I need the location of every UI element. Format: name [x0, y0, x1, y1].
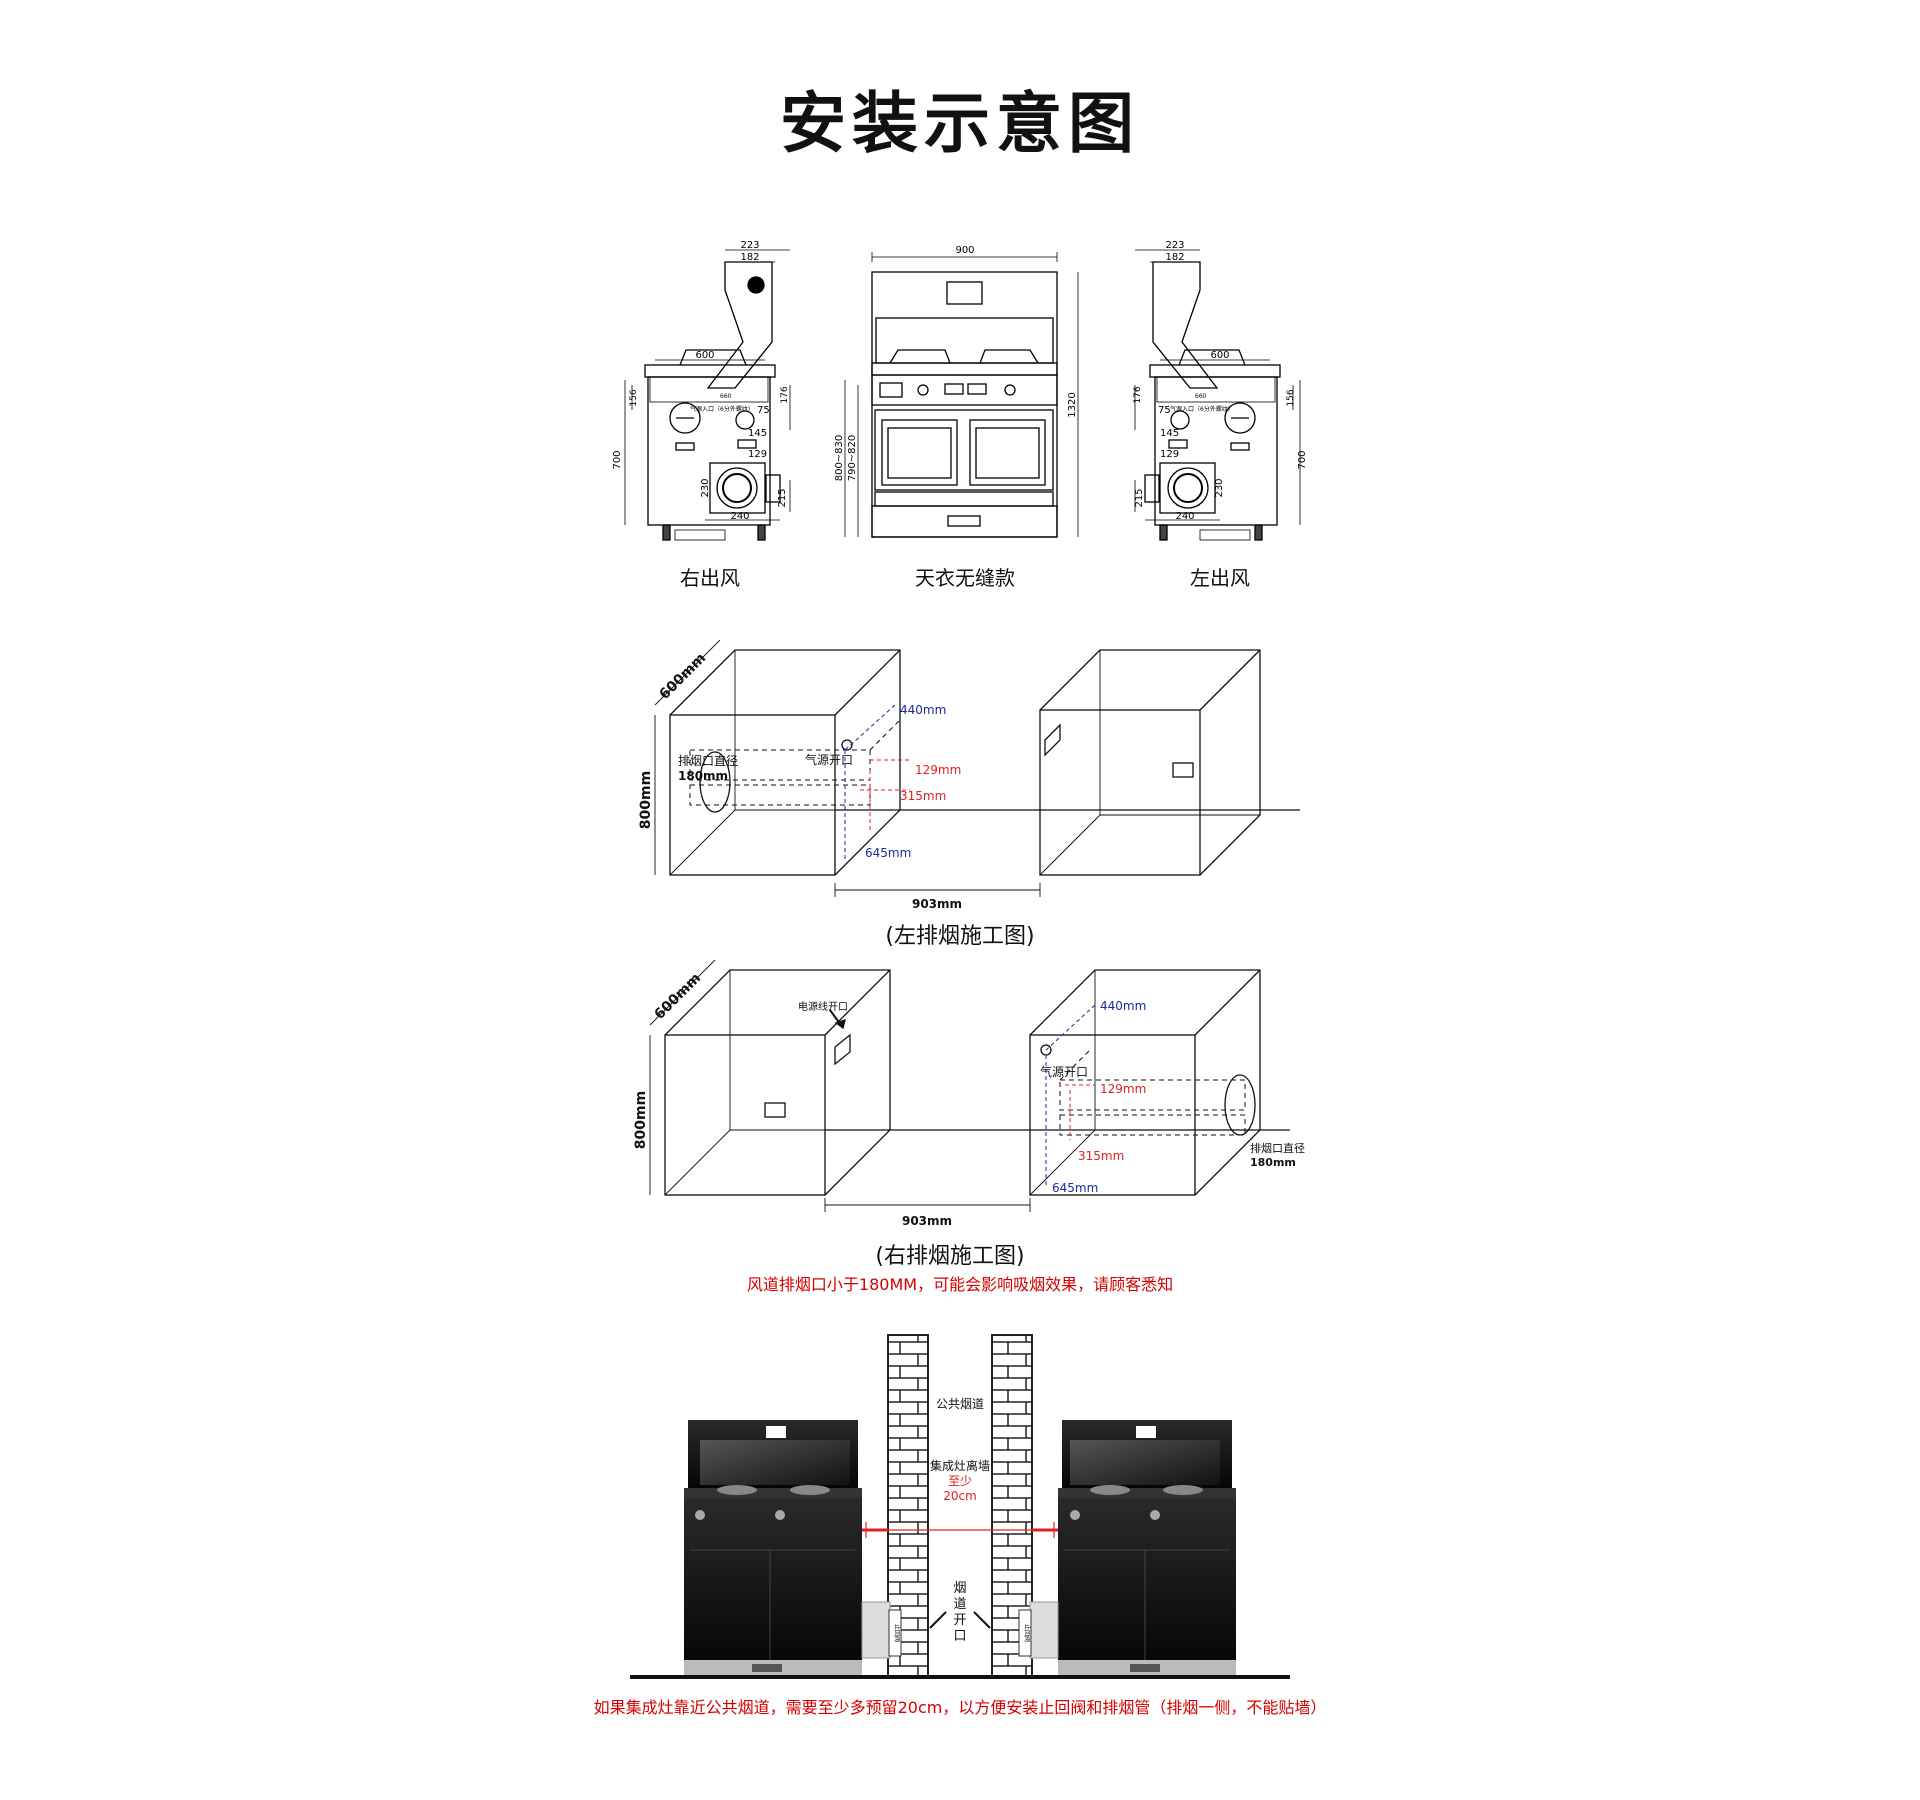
- dim-230: 230: [1214, 478, 1225, 497]
- left-exhaust-diagram: 600mm 800mm 903mm 排烟口直径 180mm 气源开口 440mm…: [638, 640, 1300, 910]
- front-dims: 900 1320 800~830 790~820: [834, 245, 1078, 481]
- dim-width: 903mm: [902, 1214, 952, 1228]
- gas-note: 气源入口（6分外螺纹）: [1170, 405, 1234, 413]
- dim-156: 156: [1286, 389, 1296, 406]
- dim-240: 240: [730, 511, 749, 522]
- elevation-views: 223 182 600 700 156 176 75 145 129 230 2…: [612, 240, 1308, 541]
- dim-240: 240: [1175, 511, 1194, 522]
- left-valve-label: 止回阀: [893, 1624, 901, 1642]
- gas-opening-label: 气源开口: [1040, 1064, 1088, 1079]
- dim-600: 600: [695, 350, 714, 361]
- left-stove: [684, 1420, 862, 1676]
- dim-215: 215: [777, 488, 788, 507]
- exhaust-label: 排烟口直径: [1250, 1141, 1305, 1155]
- exhaust-size: 180mm: [1250, 1156, 1296, 1169]
- distance-value: 20cm: [943, 1489, 977, 1503]
- dim-645: 645mm: [1052, 1181, 1098, 1195]
- caption-left-outlet: 左出风: [1190, 566, 1250, 590]
- dim-height: 800mm: [638, 771, 654, 829]
- dim-215: 215: [1134, 488, 1145, 507]
- right-exhaust-pipe: [1029, 1601, 1059, 1659]
- exhaust-label: 排烟口直径: [678, 754, 738, 768]
- dim-223: 223: [740, 240, 759, 251]
- exhaust-size: 180mm: [678, 769, 728, 783]
- dim-800-830: 800~830: [834, 435, 845, 482]
- dim-129: 129: [1160, 449, 1179, 460]
- caption-front: 天衣无缝款: [915, 566, 1015, 590]
- opening-char-4: 口: [953, 1629, 966, 1644]
- front-view: [844, 252, 1079, 538]
- page-title: 安装示意图: [780, 85, 1140, 162]
- opening-char-3: 开: [953, 1613, 966, 1628]
- caption-right-exhaust: (右排烟施工图): [875, 1244, 1025, 1269]
- dim-176: 176: [1133, 386, 1143, 403]
- dim-440: 440mm: [900, 703, 946, 717]
- dim-700: 700: [612, 450, 623, 469]
- opening-char-1: 烟: [953, 1581, 966, 1596]
- dim-129: 129mm: [915, 763, 961, 777]
- bottom-warning: 如果集成灶靠近公共烟道，需要至少多预留20cm，以方便安装止回阀和排烟管（排烟一…: [593, 1698, 1327, 1717]
- dim-900: 900: [955, 245, 974, 256]
- dim-156: 156: [629, 389, 639, 406]
- opening-char-2: 道: [953, 1597, 966, 1612]
- caption-right-outlet: 右出风: [680, 566, 740, 590]
- dim-440: 440mm: [1100, 999, 1146, 1013]
- flue-illustration: 公共烟道 集成灶离墙 至少 20cm 烟 道 开 口 止回阀 止回阀: [630, 1334, 1290, 1679]
- dim-660: 660: [1195, 393, 1207, 400]
- dim-182: 182: [1165, 252, 1184, 263]
- dim-1320: 1320: [1067, 392, 1078, 417]
- dim-depth: 600mm: [652, 970, 705, 1023]
- dim-230: 230: [700, 478, 711, 497]
- public-flue-label: 公共烟道: [936, 1397, 984, 1411]
- dim-223: 223: [1165, 240, 1184, 251]
- dim-315: 315mm: [1078, 1149, 1124, 1163]
- right-outlet-dims: 223 182 600 700 156 176 75 145 129 230 2…: [612, 240, 790, 522]
- dim-145: 145: [1160, 428, 1179, 439]
- left-exhaust-pipe: [861, 1601, 891, 1659]
- dim-600: 600: [1210, 350, 1229, 361]
- right-outlet-view: [624, 249, 791, 541]
- dim-129: 129mm: [1100, 1082, 1146, 1096]
- distance-label: 集成灶离墙: [930, 1458, 990, 1473]
- left-check-valve: [888, 1609, 902, 1657]
- dim-75: 75: [757, 405, 770, 416]
- left-outlet-dims: 223 182 600 700 156 176 75 145 129 230 2…: [1133, 240, 1308, 522]
- at-least-label: 至少: [948, 1474, 972, 1488]
- dim-75: 75: [1158, 405, 1171, 416]
- dim-700: 700: [1297, 450, 1308, 469]
- duct-warning: 风道排烟口小于180MM，可能会影响吸烟效果，请顾客悉知: [746, 1275, 1174, 1294]
- caption-left-exhaust: (左排烟施工图): [885, 924, 1035, 949]
- dim-width: 903mm: [912, 897, 962, 910]
- dim-height: 800mm: [633, 1091, 649, 1149]
- left-outlet-view: [1134, 249, 1301, 541]
- dim-182: 182: [740, 252, 759, 263]
- right-stove: [1058, 1420, 1236, 1676]
- dim-645: 645mm: [865, 846, 911, 860]
- dim-660: 660: [720, 393, 732, 400]
- right-exhaust-diagram: 600mm 800mm 903mm 电源线开口 气源开口 排烟口直径 180mm…: [633, 960, 1305, 1228]
- dim-depth: 600mm: [657, 650, 710, 703]
- gas-opening-label: 气源开口: [805, 752, 853, 767]
- gas-note: 气源入口（6分外螺纹）: [690, 405, 754, 413]
- dim-790-820: 790~820: [847, 435, 858, 482]
- dim-145: 145: [748, 428, 767, 439]
- dim-129: 129: [748, 449, 767, 460]
- power-opening-label: 电源线开口: [798, 1000, 848, 1013]
- right-valve-label: 止回阀: [1023, 1624, 1031, 1642]
- dim-176: 176: [780, 386, 790, 403]
- right-check-valve: [1018, 1609, 1032, 1657]
- dim-315: 315mm: [900, 789, 946, 803]
